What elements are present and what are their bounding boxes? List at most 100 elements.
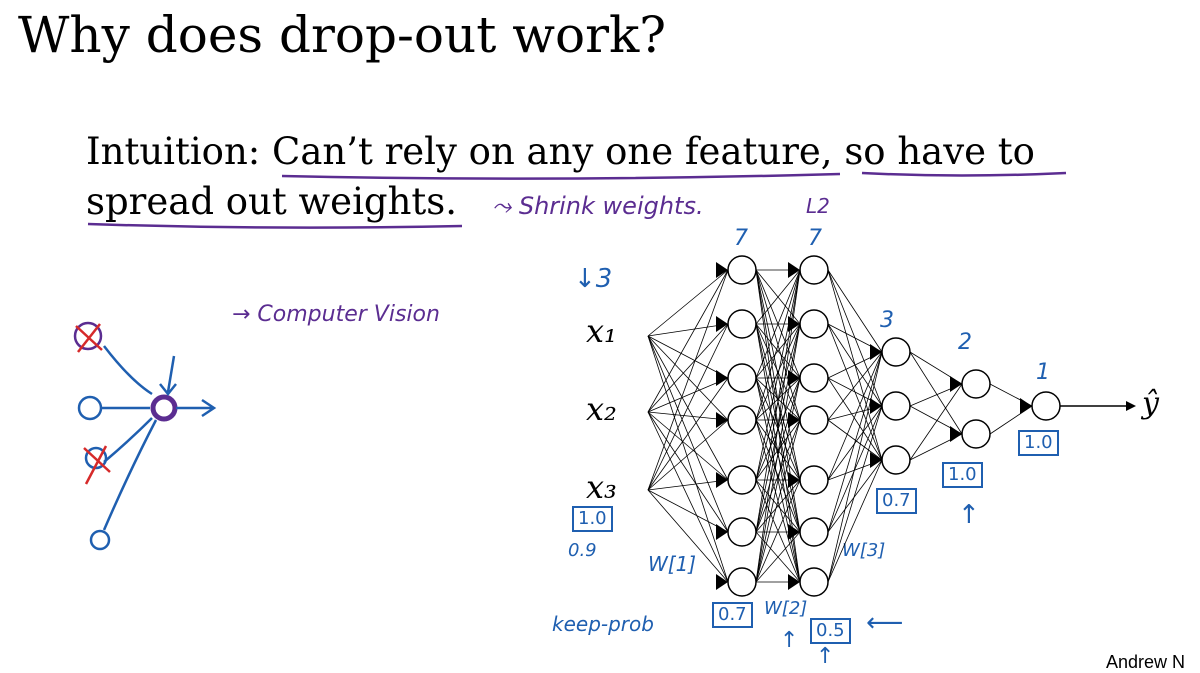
edge-l1-6-1 <box>755 323 801 583</box>
arrowhead-l2-1 <box>788 316 800 332</box>
keep-prob-input-box: 1.0 <box>572 506 613 532</box>
input-x2-label: 𝑥₂ <box>586 390 617 428</box>
neuron-l2-3 <box>799 405 829 435</box>
layer-size-4: 2 <box>958 330 972 355</box>
neuron-l4-1 <box>961 419 991 449</box>
output-arrow-head <box>1126 401 1136 411</box>
network-nodes <box>716 255 1061 597</box>
neuron-l3-2 <box>881 445 911 475</box>
edge-l0-2-3 <box>647 419 729 491</box>
edge-l0-2-6 <box>647 489 729 583</box>
sketch-center-node <box>150 394 178 422</box>
edge-l0-0-2 <box>647 335 729 379</box>
edge-l3-2-0 <box>909 383 963 461</box>
arrowhead-l1-2 <box>716 370 728 386</box>
sketch-edge-1 <box>103 345 153 396</box>
w2-label: W[2] <box>764 598 808 619</box>
neuron-l1-2 <box>727 363 757 393</box>
edge-l2-5-1 <box>827 405 883 533</box>
edge-l2-2-2 <box>827 377 883 461</box>
arrowhead-l1-0 <box>716 262 728 278</box>
edge-l1-4-0 <box>755 269 801 481</box>
neuron-l1-0 <box>727 255 757 285</box>
arrowhead-l1-5 <box>716 524 728 540</box>
sketch-arrow-in <box>159 355 177 397</box>
input-x3-label: 𝑥₃ <box>586 468 617 506</box>
shrink-weights-note: ⤳ Shrink weights. <box>492 192 704 220</box>
sketch-edge-out <box>176 398 217 418</box>
edge-l2-6-0 <box>827 351 883 583</box>
arrowhead-l2-2 <box>788 370 800 386</box>
edge-l0-2-1 <box>647 323 729 491</box>
edge-l1-6-5 <box>755 531 801 583</box>
slide-title: Why does drop-out work? <box>18 6 667 64</box>
edge-l2-6-2 <box>827 459 883 583</box>
arrowhead-l2-4 <box>788 472 800 488</box>
arrow-up-3: ↑ <box>958 500 980 530</box>
sketch-edge-4 <box>102 419 158 531</box>
edge-l0-2-2 <box>647 377 729 491</box>
arrowhead-l4-1 <box>950 426 962 442</box>
layer-size-1: 7 <box>734 226 748 251</box>
neuron-l3-1 <box>881 391 911 421</box>
layer-size-3: 3 <box>880 308 894 333</box>
neuron-l2-5 <box>799 517 829 547</box>
edge-l1-6-3 <box>755 419 801 583</box>
edge-l2-6-1 <box>827 405 883 583</box>
edge-l0-2-0 <box>647 269 729 491</box>
keep-prob-arrow-left: ⟵ <box>866 608 904 638</box>
arrowhead-l2-0 <box>788 262 800 278</box>
edge-l2-3-0 <box>827 351 883 421</box>
edge-l0-1-2 <box>647 377 729 413</box>
edge-l1-2-1 <box>755 323 801 379</box>
neuron-l1-1 <box>727 309 757 339</box>
neuron-l2-1 <box>799 309 829 339</box>
edge-l2-5-2 <box>827 459 883 533</box>
arrowhead-l2-3 <box>788 412 800 428</box>
edge-l2-5-0 <box>827 351 883 533</box>
keep-prob-layer1-box: 0.7 <box>712 602 753 628</box>
arrowhead-l3-0 <box>870 344 882 360</box>
arrowhead-l1-6 <box>716 574 728 590</box>
w1-label: W[1] <box>648 552 697 576</box>
keep-prob-layer3-box: 0.7 <box>876 488 917 514</box>
layer-size-2: 7 <box>808 226 822 251</box>
neuron-l4-0 <box>961 369 991 399</box>
edge-l0-1-0 <box>647 269 729 413</box>
edge-l0-1-3 <box>647 411 729 421</box>
edge-l2-4-0 <box>827 351 883 481</box>
edge-l0-0-4 <box>647 335 729 481</box>
arrowhead-l3-2 <box>870 452 882 468</box>
edge-l1-6-4 <box>755 479 801 583</box>
edge-l0-1-6 <box>647 411 729 583</box>
w3-label: W[3] <box>842 540 886 561</box>
l2-note: L2 <box>806 194 830 218</box>
neuron-l3-0 <box>881 337 911 367</box>
edge-l1-6-2 <box>755 377 801 583</box>
edge-l1-3-0 <box>755 269 801 421</box>
neuron-l5-0 <box>1031 391 1061 421</box>
keep-prob-output-box: 1.0 <box>1018 430 1059 456</box>
edge-l0-1-4 <box>647 411 729 481</box>
arrowhead-l2-5 <box>788 524 800 540</box>
neuron-l2-0 <box>799 255 829 285</box>
edge-l0-1-1 <box>647 323 729 413</box>
footer-author: Andrew N <box>1106 652 1186 672</box>
edge-l0-0-1 <box>647 323 729 337</box>
edge-l1-5-3 <box>755 419 801 533</box>
edge-l1-4-3 <box>755 419 801 481</box>
edge-l2-3-2 <box>827 419 883 461</box>
arrowhead-l5-0 <box>1020 398 1032 414</box>
input-x1-label: 𝑥₁ <box>586 312 617 350</box>
neuron-l1-6 <box>727 567 757 597</box>
keep-prob-label: keep-prob <box>552 612 654 636</box>
underline-2 <box>861 171 1067 177</box>
underline-1 <box>281 172 841 180</box>
edge-l0-2-4 <box>647 479 729 491</box>
output-yhat-label: ŷ <box>1142 386 1159 421</box>
neuron-l2-2 <box>799 363 829 393</box>
edge-l3-0-1 <box>909 351 963 435</box>
edge-l0-2-5 <box>647 489 729 533</box>
sketch-node-4 <box>89 529 111 551</box>
